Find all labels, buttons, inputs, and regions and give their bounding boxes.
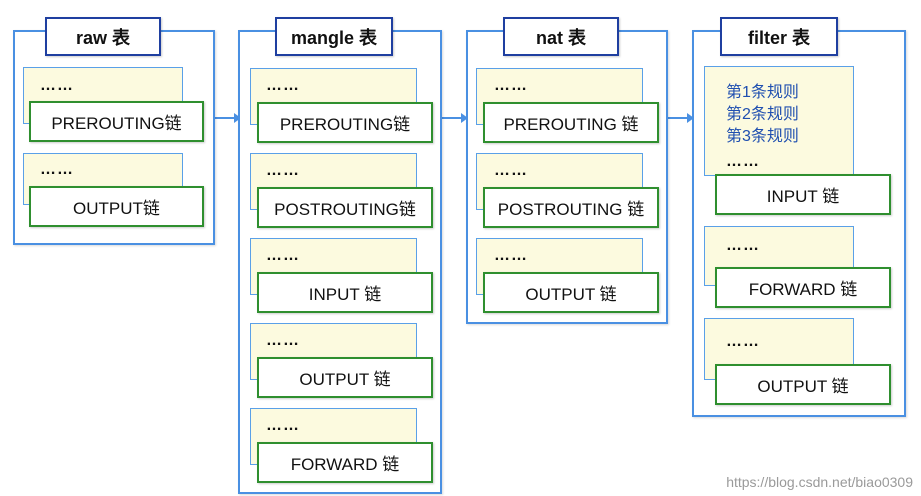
nat-output-dots: …… bbox=[494, 247, 528, 264]
raw-output-dots: …… bbox=[40, 161, 74, 178]
filter-input-rule-list: 第1条规则 第2条规则 第3条规则 bbox=[726, 82, 799, 148]
nat-prerouting-chain: PREROUTING 链 bbox=[483, 102, 659, 143]
arrow-mangle-to-nat bbox=[442, 113, 468, 123]
raw-prerouting-dots: …… bbox=[40, 77, 74, 94]
filter-rule-1: 第1条规则 bbox=[726, 84, 799, 101]
mangle-prerouting-dots: …… bbox=[266, 77, 300, 94]
filter-output-dots: …… bbox=[726, 333, 760, 350]
raw-output-chain: OUTPUT链 bbox=[29, 186, 204, 227]
mangle-forward-dots: …… bbox=[266, 417, 300, 434]
raw-prerouting-chain: PREROUTING链 bbox=[29, 101, 204, 142]
nat-table-title: nat 表 bbox=[503, 17, 619, 56]
filter-input-dots: …… bbox=[726, 153, 760, 170]
filter-output-chain: OUTPUT 链 bbox=[715, 364, 891, 405]
filter-rule-2: 第2条规则 bbox=[726, 106, 799, 123]
nat-prerouting-dots: …… bbox=[494, 77, 528, 94]
raw-table-title: raw 表 bbox=[45, 17, 161, 56]
filter-forward-chain: FORWARD 链 bbox=[715, 267, 891, 308]
filter-input-chain: INPUT 链 bbox=[715, 174, 891, 215]
watermark: https://blog.csdn.net/biao0309 bbox=[726, 474, 913, 490]
filter-input-rules bbox=[704, 66, 854, 176]
mangle-input-dots: …… bbox=[266, 247, 300, 264]
mangle-input-chain: INPUT 链 bbox=[257, 272, 433, 313]
mangle-postrouting-dots: …… bbox=[266, 162, 300, 179]
mangle-table-title: mangle 表 bbox=[275, 17, 393, 56]
mangle-output-chain: OUTPUT 链 bbox=[257, 357, 433, 398]
filter-table-title: filter 表 bbox=[720, 17, 838, 56]
mangle-postrouting-chain: POSTROUTING链 bbox=[257, 187, 433, 228]
filter-forward-dots: …… bbox=[726, 237, 760, 254]
nat-output-chain: OUTPUT 链 bbox=[483, 272, 659, 313]
arrow-raw-to-mangle bbox=[215, 113, 241, 123]
mangle-forward-chain: FORWARD 链 bbox=[257, 442, 433, 483]
mangle-prerouting-chain: PREROUTING链 bbox=[257, 102, 433, 143]
arrow-nat-to-filter bbox=[668, 113, 694, 123]
nat-postrouting-chain: POSTROUTING 链 bbox=[483, 187, 659, 228]
mangle-output-dots: …… bbox=[266, 332, 300, 349]
nat-postrouting-dots: …… bbox=[494, 162, 528, 179]
filter-rule-3: 第3条规则 bbox=[726, 128, 799, 145]
